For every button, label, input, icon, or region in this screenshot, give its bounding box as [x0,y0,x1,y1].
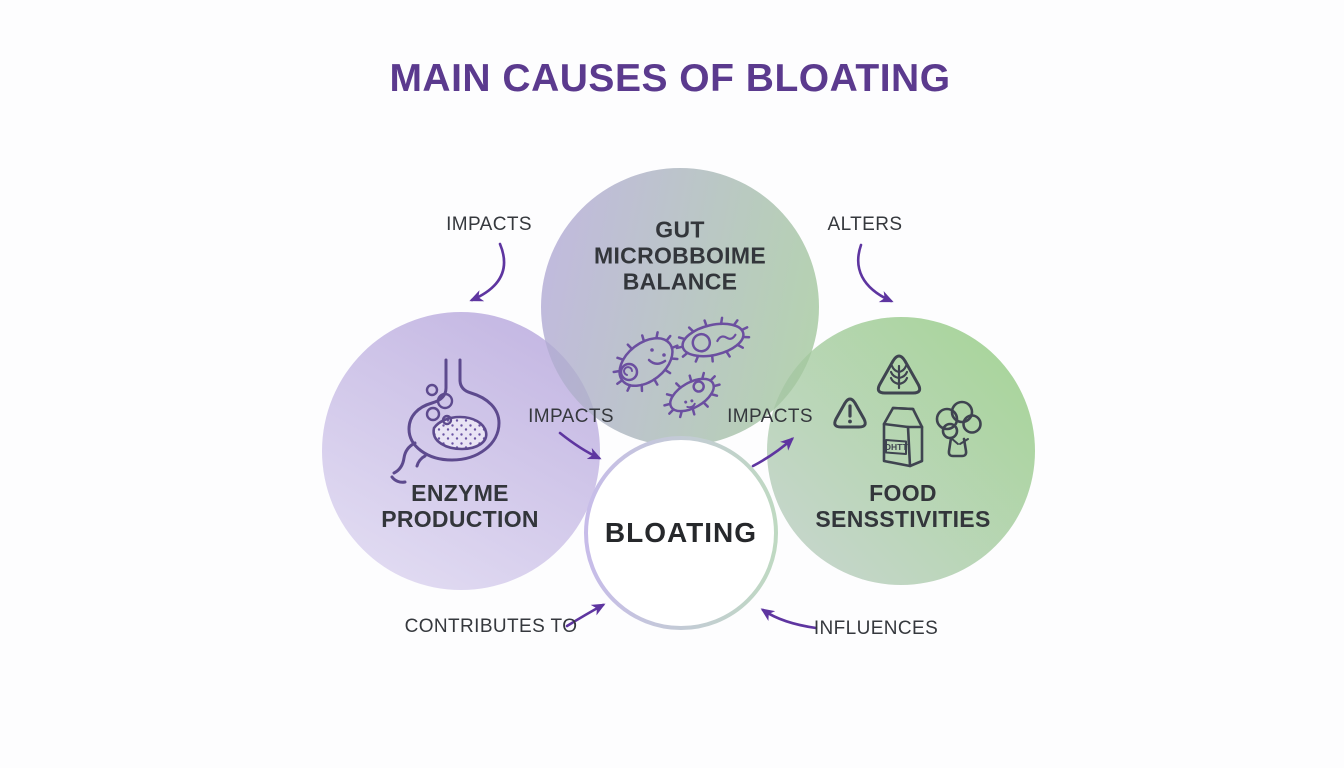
connector-alters-top-right: ALTERS [827,214,903,235]
enzyme-production-label: ENZYME PRODUCTION [381,479,539,532]
bloating-circle [584,436,778,630]
stomach-antrum-dotted [432,415,488,451]
bacterium-capsule-icon [675,316,751,363]
food-sensitivity-icons: OHTT [833,354,982,468]
stomach-icon [390,358,501,484]
connector-impacts-mid-left: IMPACTS [528,406,614,427]
gut-microbiome-circle [541,168,819,446]
connector-influences: INFLUENCES [813,618,939,639]
food-sensitivities-label: FOOD SENSSTIVITIES [815,479,991,532]
bacteria-icons [612,316,751,419]
connector-contributes-to: CONTRIBUTES TO [404,616,578,637]
connector-impacts-mid-right: IMPACTS [727,406,813,427]
arrow-contributes-to [565,603,606,628]
arrow-alters-top-right [856,243,894,303]
arrow-influences [760,608,818,630]
exclamation-warning-triangle-icon [833,397,867,429]
connector-arrows [469,242,894,630]
broccoli-icon [935,400,982,458]
page-title: MAIN CAUSES OF BLOATING [389,57,951,100]
bloating-label: BLOATING [604,517,758,548]
arrow-impacts-mid-left [558,431,602,460]
bacterium-large-icon [612,331,679,393]
milk-carton-label: OHTT [884,442,908,452]
enzyme-production-circle [322,312,600,590]
gut-microbiome-label: GUT MICROBBOIME BALANCE [594,216,766,296]
wheat-warning-triangle-icon [876,354,922,395]
arrow-impacts-top-left [469,242,506,302]
food-sensitivities-circle [767,317,1035,585]
bacterium-small-icon [663,371,721,419]
cause-circles [322,168,1035,590]
arrow-impacts-mid-right [751,437,795,468]
connector-impacts-top-left: IMPACTS [446,214,532,235]
milk-carton-icon: OHTT [882,406,924,468]
